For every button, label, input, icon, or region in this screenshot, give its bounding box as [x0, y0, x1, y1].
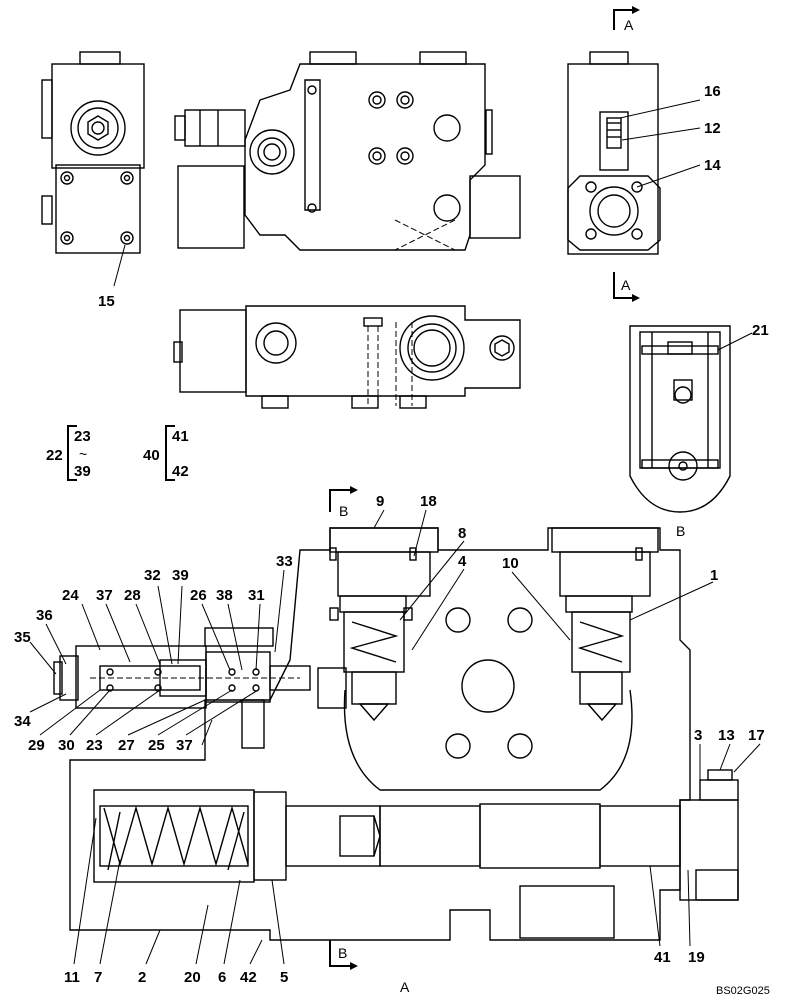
callout-27: 27: [118, 737, 135, 754]
section-mark-a-main: A: [400, 979, 410, 995]
callout-37-bottom: 37: [176, 737, 193, 754]
callout-36: 36: [36, 607, 53, 624]
section-mark-a-top: A: [624, 17, 634, 33]
callout-18: 18: [420, 493, 437, 510]
group-40-bottom: 42: [172, 463, 189, 480]
callout-37-top: 37: [96, 587, 113, 604]
callout-20: 20: [184, 969, 201, 986]
group-22-id: 22: [46, 447, 63, 464]
callout-26: 26: [190, 587, 207, 604]
group-22-from: 23: [74, 428, 91, 445]
callout-7: 7: [94, 969, 102, 986]
section-mark-b-view: B: [676, 523, 685, 539]
callout-31: 31: [248, 587, 265, 604]
callout-16: 16: [704, 83, 721, 100]
callout-24: 24: [62, 587, 79, 604]
callout-8: 8: [458, 525, 466, 542]
section-mark-b-top: B: [339, 503, 348, 519]
callout-28: 28: [124, 587, 141, 604]
front-view: [174, 51, 521, 251]
callout-3: 3: [694, 727, 702, 744]
callout-labels: A A B B B A 15 16 12 14 21 22 23 ~ 39 40…: [14, 17, 770, 997]
callout-12: 12: [704, 120, 721, 137]
callout-38: 38: [216, 587, 233, 604]
callout-4: 4: [458, 553, 467, 570]
group-40-id: 40: [143, 447, 160, 464]
callout-41: 41: [654, 949, 671, 966]
callout-33: 33: [276, 553, 293, 570]
callout-25: 25: [148, 737, 165, 754]
callout-35: 35: [14, 629, 31, 646]
callout-19: 19: [688, 949, 705, 966]
callout-23: 23: [86, 737, 103, 754]
left-side-view: [41, 51, 145, 287]
callout-14: 14: [704, 157, 721, 174]
section-b-view: [629, 325, 753, 513]
callout-17: 17: [748, 727, 765, 744]
callout-2: 2: [138, 969, 146, 986]
callout-15: 15: [98, 293, 115, 310]
main-section-view: [29, 486, 761, 970]
callout-11: 11: [64, 969, 80, 986]
callout-21: 21: [752, 322, 769, 339]
section-mark-b-bottom: B: [338, 945, 347, 961]
drawing-code: BS02G025: [716, 985, 770, 997]
group-22-to: 39: [74, 463, 91, 480]
top-view: [173, 305, 521, 409]
section-mark-a-bottom: A: [621, 277, 631, 293]
group-legends: [67, 425, 175, 481]
callout-1: 1: [710, 567, 718, 584]
group-40-top: 41: [172, 428, 189, 445]
callout-42: 42: [240, 969, 257, 986]
callout-10: 10: [502, 555, 519, 572]
callout-13: 13: [718, 727, 735, 744]
callout-32: 32: [144, 567, 161, 584]
callout-34: 34: [14, 713, 31, 730]
callout-9: 9: [376, 493, 384, 510]
callout-39: 39: [172, 567, 189, 584]
group-22-sep: ~: [79, 446, 87, 462]
callout-29: 29: [28, 737, 45, 754]
right-side-view: [567, 6, 701, 302]
callout-5: 5: [280, 969, 288, 986]
callout-30: 30: [58, 737, 75, 754]
callout-6: 6: [218, 969, 226, 986]
